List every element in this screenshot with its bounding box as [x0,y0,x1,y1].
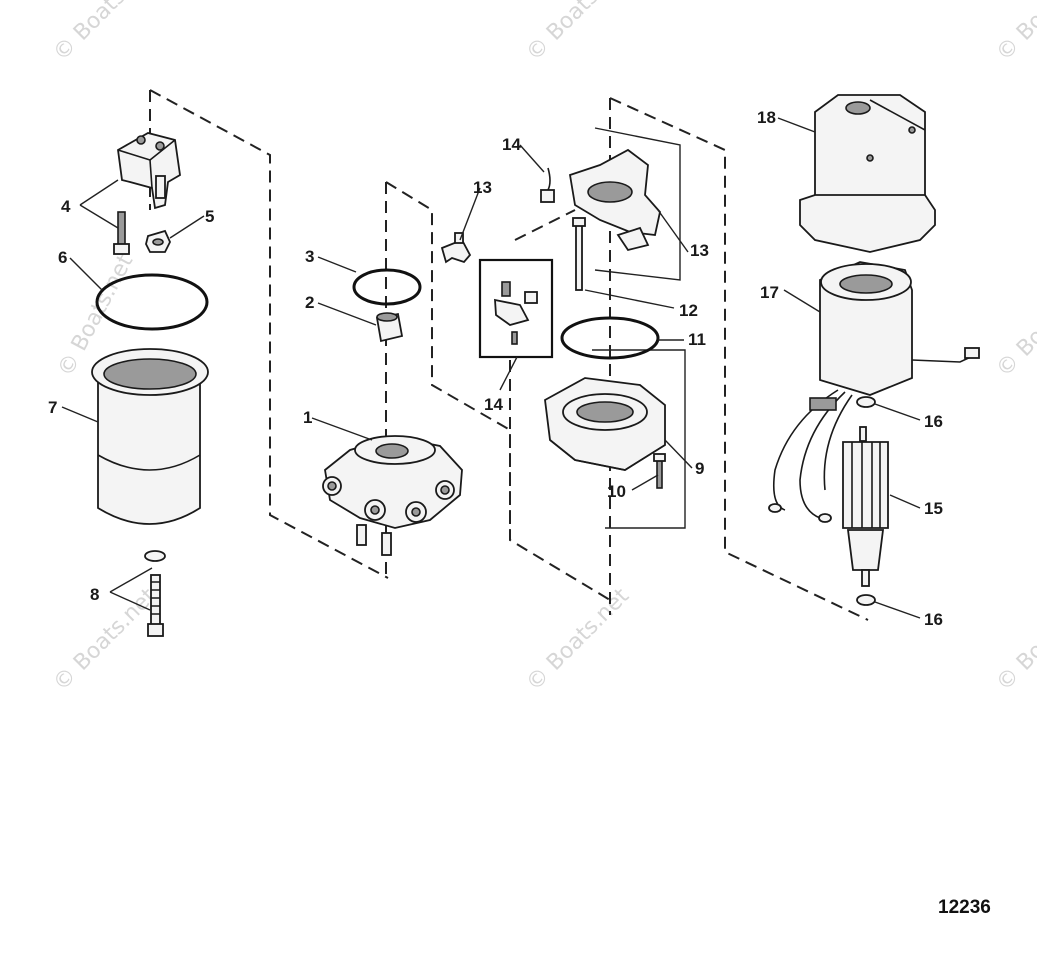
part-screw-8 [144,550,166,637]
watermark: © Boats.net [992,0,1037,66]
figure-number: 12236 [938,897,991,918]
part-end-cap [544,377,666,471]
callout-14-bottom: 14 [484,395,503,414]
bracket-9 [592,349,686,529]
callout-4: 4 [61,197,71,216]
bracket-13 [594,127,681,281]
part-reservoir [91,348,209,525]
part-nut [145,229,171,253]
part-brush-plate [568,148,661,252]
watermark: © Boats.net [992,583,1037,696]
part-brush-clip [440,232,472,264]
part-o-ring-6 [95,273,209,331]
pump-assembly-outline [385,181,611,601]
callout-2: 2 [305,293,314,312]
watermark: © Boats.net [992,269,1037,382]
part-o-ring-3 [352,268,422,306]
callout-17: 17 [760,283,779,302]
callout-10: 10 [607,482,626,501]
part-filter [375,312,404,343]
callout-14-top: 14 [502,135,521,154]
callout-8: 8 [90,585,99,604]
callout-15: 15 [924,499,943,518]
leader-lines [61,117,921,619]
watermark: © Boats.net [522,583,635,696]
watermark: © Boats.net [522,0,635,66]
part-manifold [117,132,181,210]
callout-12: 12 [679,301,698,320]
part-screw-10 [653,453,666,489]
reservoir-assembly-outline [149,89,389,579]
callout-7: 7 [48,398,57,417]
callout-16-upper: 16 [924,412,943,431]
callout-5: 5 [205,207,214,226]
callout-6: 6 [58,248,67,267]
brush-kit-box [478,258,554,359]
callout-13-left: 13 [473,178,492,197]
callouts: 1 2 3 4 5 6 7 8 9 10 11 12 13 13 14 14 1… [48,108,943,629]
part-armature [842,426,889,587]
part-o-ring-11 [560,316,660,360]
part-stator-housing [768,261,980,523]
part-wire-terminal [540,167,555,203]
callout-1: 1 [303,408,312,427]
part-motor-cover [799,94,936,253]
callout-13-right: 13 [690,241,709,260]
part-screw-4 [113,211,130,255]
callout-9: 9 [695,459,704,478]
part-through-bolt [572,217,586,291]
part-washer-lower [856,594,876,606]
callout-16-lower: 16 [924,610,943,629]
brush-plate-link [514,209,576,241]
callout-18: 18 [757,108,776,127]
watermark: © Boats.net [49,583,162,696]
part-washer-upper [856,396,876,408]
part-pump-body [322,435,463,556]
motor-base-outline [609,97,869,621]
group-brackets [592,127,686,529]
callout-11: 11 [688,330,706,349]
watermark: © Boats.net [49,0,162,66]
callout-3: 3 [305,247,314,266]
